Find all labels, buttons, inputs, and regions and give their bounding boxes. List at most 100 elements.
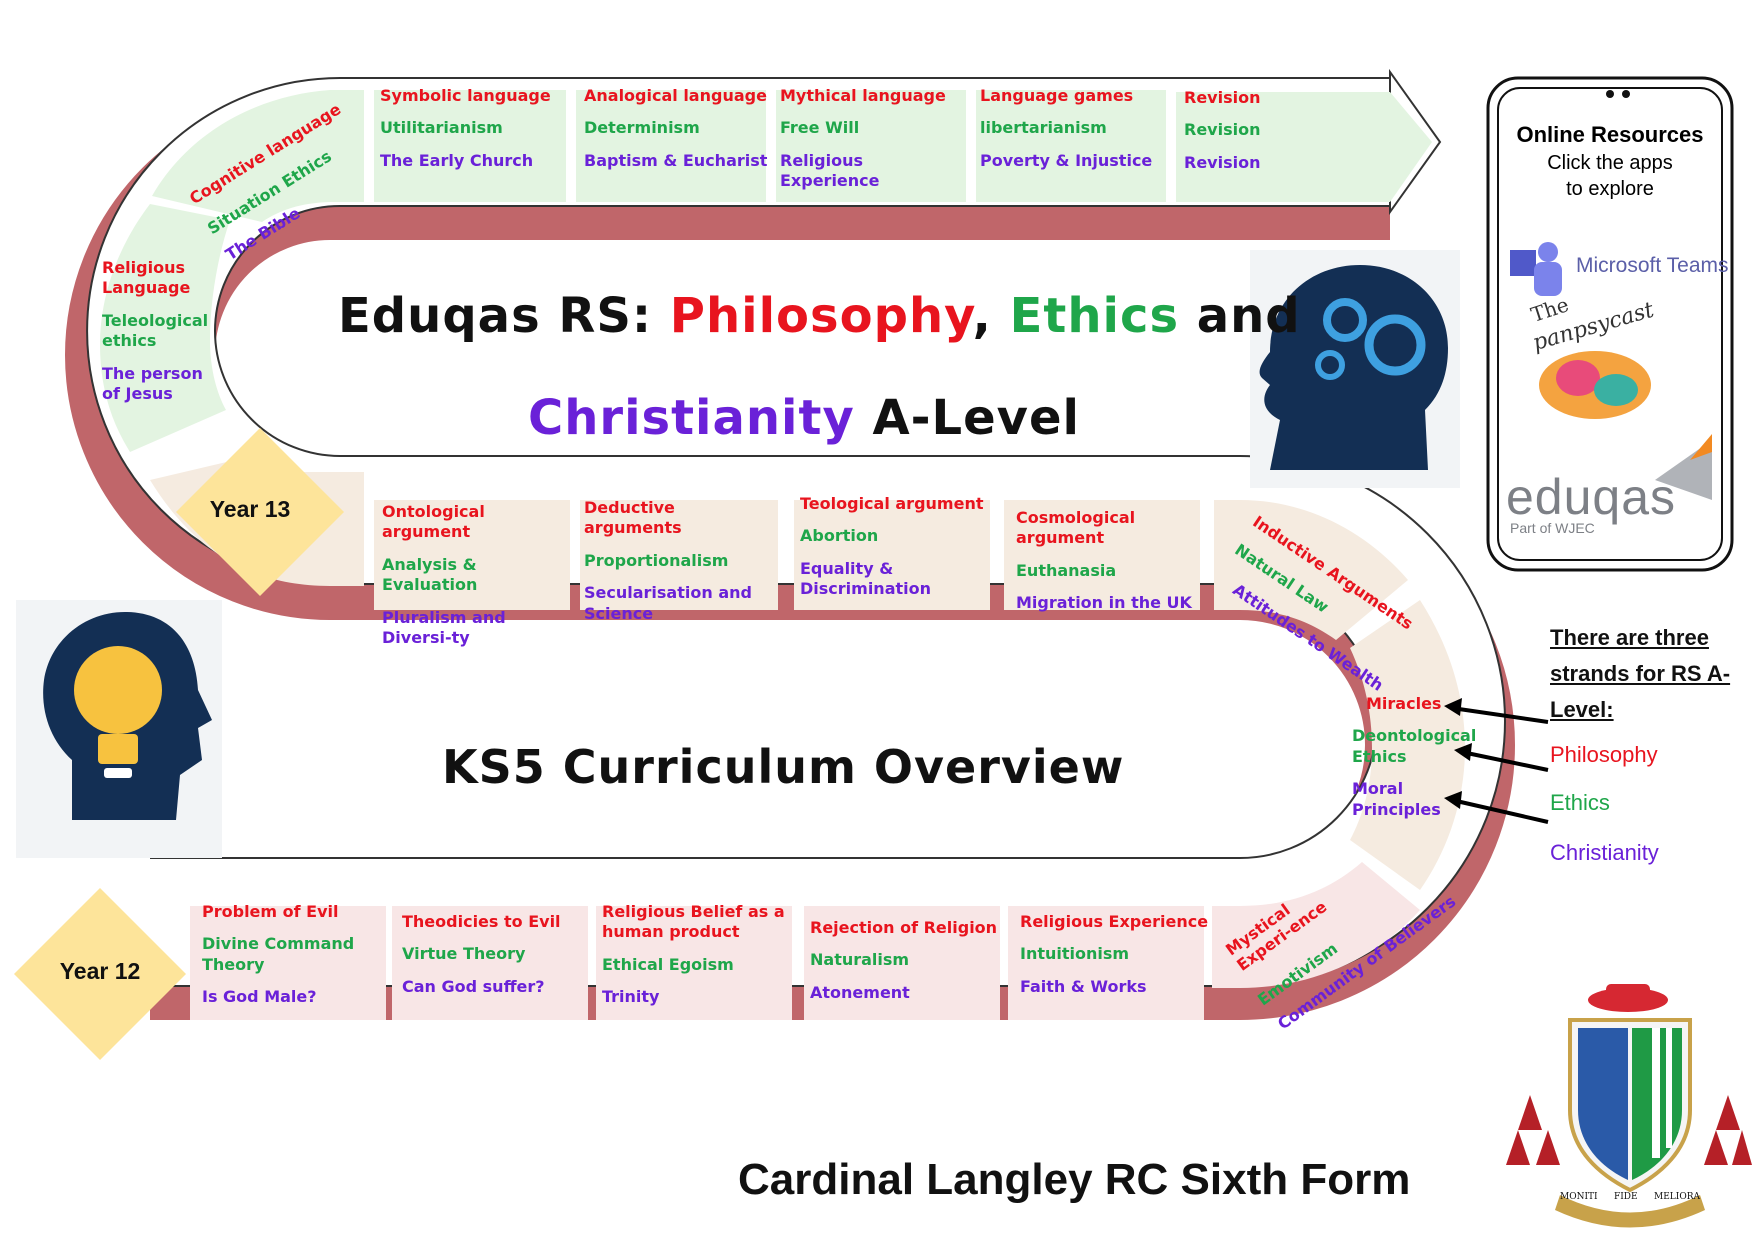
row3-cell-2: Theodicies to Evil Virtue Theory Can God…	[402, 912, 586, 997]
topic-ethics: Deontological Ethics	[1352, 726, 1477, 766]
year13-label: Year 13	[209, 496, 291, 522]
row1-cell-5: Revision Revision Revision	[1184, 88, 1344, 173]
title-christianity: Christianity	[528, 390, 855, 446]
topic-philosophy: Miracles	[1366, 694, 1442, 713]
crest-motto-3: MELIORA	[1654, 1192, 1700, 1202]
topic-christianity: Baptism & Eucharist	[584, 150, 768, 170]
teams-label: Microsoft Teams	[1576, 254, 1729, 277]
row2-cell-2: Deductive arguments Proportionalism Secu…	[584, 498, 776, 624]
eduqas-sub-label: Part of WJEC	[1510, 520, 1595, 536]
title-philosophy: Philosophy	[669, 288, 973, 344]
phone-frame	[1486, 76, 1734, 572]
teams-app-link[interactable]: Microsoft Teams	[1510, 246, 1729, 298]
topic-christianity: Pluralism and Diversi-ty	[382, 607, 506, 648]
topic-ethics: Ethical Egoism	[602, 954, 734, 974]
topic-ethics: Teleological ethics	[102, 310, 209, 351]
topic-christianity: Atonement	[810, 982, 910, 1002]
topic-philosophy: Deductive arguments	[584, 498, 682, 538]
title-prefix: Eduqas RS:	[338, 288, 670, 344]
topic-philosophy: Religious Experience	[1020, 912, 1209, 931]
crest-motto-2: FIDE	[1614, 1192, 1638, 1202]
row1-cells	[100, 90, 1432, 452]
phone-line1: Click the apps	[1547, 152, 1673, 174]
eduqas-label: eduqas	[1506, 469, 1677, 525]
legend-heading: There are three strands for RS A- Level:	[1550, 620, 1730, 728]
topic-ethics: libertarianism	[980, 118, 1107, 138]
legend-heading-line1: There are three	[1550, 625, 1709, 650]
legend-philosophy: Philosophy	[1550, 742, 1658, 767]
topic-ethics: Intuitionism	[1020, 944, 1130, 964]
topic-christianity: Is God Male?	[202, 987, 317, 1007]
gear-head-icon	[1250, 250, 1460, 488]
topic-ethics: Virtue Theory	[402, 944, 526, 964]
topic-philosophy: Revision	[1184, 88, 1261, 107]
topic-philosophy: Mythical language	[780, 86, 946, 105]
lightbulb-head-icon	[16, 600, 222, 858]
topic-christianity: Religious Experience	[780, 150, 880, 191]
topic-ethics: Free Will	[780, 118, 860, 138]
row1-cell-2: Analogical language Determinism Baptism …	[584, 86, 772, 171]
year13-diamond	[176, 428, 344, 596]
row3-cell-5: Religious Experience Intuitionism Faith …	[1020, 912, 1210, 997]
legend-heading-line3: Level:	[1550, 697, 1614, 722]
row3-cell-3: Religious Belief as a human product Ethi…	[602, 902, 792, 1008]
topic-christianity: Poverty & Injustice	[980, 150, 1153, 170]
row2-cell-1: Ontological argument Analysis & Evaluati…	[382, 502, 568, 649]
school-crest-icon	[1506, 984, 1752, 1228]
topic-christianity: Can God suffer?	[402, 976, 545, 996]
title-ethics: Ethics	[1009, 288, 1180, 344]
topic-philosophy: Religious Belief as a human product	[602, 902, 785, 942]
topic-christianity: Migration in the UK	[1016, 593, 1192, 613]
topic-philosophy: Theodicies to Evil	[402, 912, 561, 931]
crest-motto: MONITI FIDE MELIORA	[1560, 1192, 1700, 1202]
topic-philosophy: Cosmological argument	[1016, 508, 1136, 548]
panpsycast-app-link[interactable]: The panpsycast	[1510, 292, 1726, 430]
page-subtitle: KS5 Curriculum Overview	[442, 740, 1125, 794]
legend-arrows	[1444, 698, 1549, 824]
row1-cell-3: Mythical language Free Will Religious Ex…	[780, 86, 968, 192]
phone-heading: Online Resources	[1516, 122, 1704, 147]
topic-ethics: Determinism	[584, 118, 700, 138]
topic-philosophy: Analogical language	[584, 86, 767, 105]
legend-christianity: Christianity	[1550, 840, 1659, 865]
topic-ethics: Naturalism	[810, 950, 910, 970]
title-and: and	[1179, 288, 1301, 344]
crest-motto-1: MONITI	[1560, 1192, 1598, 1202]
topic-ethics: Euthanasia	[1016, 560, 1117, 580]
topic-philosophy: Ontological argument	[382, 502, 485, 542]
row3-cell-4: Rejection of Religion Naturalism Atoneme…	[810, 918, 1000, 1003]
school-name: Cardinal Langley RC Sixth Form	[738, 1155, 1411, 1204]
legend-ethics: Ethics	[1550, 790, 1610, 815]
row2-cell-3: Teological argument Abortion Equality & …	[800, 494, 990, 600]
topic-christianity: The person of Jesus	[102, 363, 203, 404]
title-comma: ,	[972, 288, 1010, 344]
row1-cell-1: Symbolic language Utilitarianism The Ear…	[380, 86, 568, 171]
topic-philosophy: Language games	[980, 86, 1134, 105]
page-title-line2: Christianity A-Level	[528, 390, 1080, 446]
topic-ethics: Analysis & Evaluation	[382, 554, 478, 595]
topic-christianity: Equality & Discrimination	[800, 558, 932, 599]
topic-ethics: Utilitarianism	[380, 118, 503, 138]
topic-christianity: Moral Principles	[1352, 779, 1441, 819]
topic-ethics: Proportionalism	[584, 550, 729, 570]
topic-christianity: Revision	[1184, 152, 1261, 172]
year12-diamond	[14, 888, 186, 1060]
left-curve-cell: Religious Language Teleological ethics T…	[102, 258, 222, 405]
topic-philosophy: Religious Language	[102, 258, 191, 298]
year12-label: Year 12	[59, 958, 141, 984]
row3-cells	[190, 862, 1420, 1020]
row3-cell-1: Problem of Evil Divine Command Theory Is…	[202, 902, 382, 1008]
topic-christianity: Trinity	[602, 987, 660, 1007]
topic-christianity: Secularisation and Science	[584, 583, 752, 623]
topic-ethics: Abortion	[800, 526, 879, 546]
topic-philosophy: Teological argument	[800, 494, 984, 513]
row2-cell-4: Cosmological argument Euthanasia Migrati…	[1016, 508, 1212, 614]
topic-christianity: Faith & Works	[1020, 976, 1147, 996]
topic-ethics: Revision	[1184, 120, 1261, 140]
eduqas-app-link[interactable]: eduqas Part of WJEC	[1506, 468, 1722, 538]
phone-line2: to explore	[1566, 178, 1654, 200]
title-alevel: A-Level	[854, 390, 1080, 446]
topic-ethics: Divine Command Theory	[202, 934, 355, 974]
page-title-line1: Eduqas RS: Philosophy, Ethics and	[338, 288, 1301, 344]
